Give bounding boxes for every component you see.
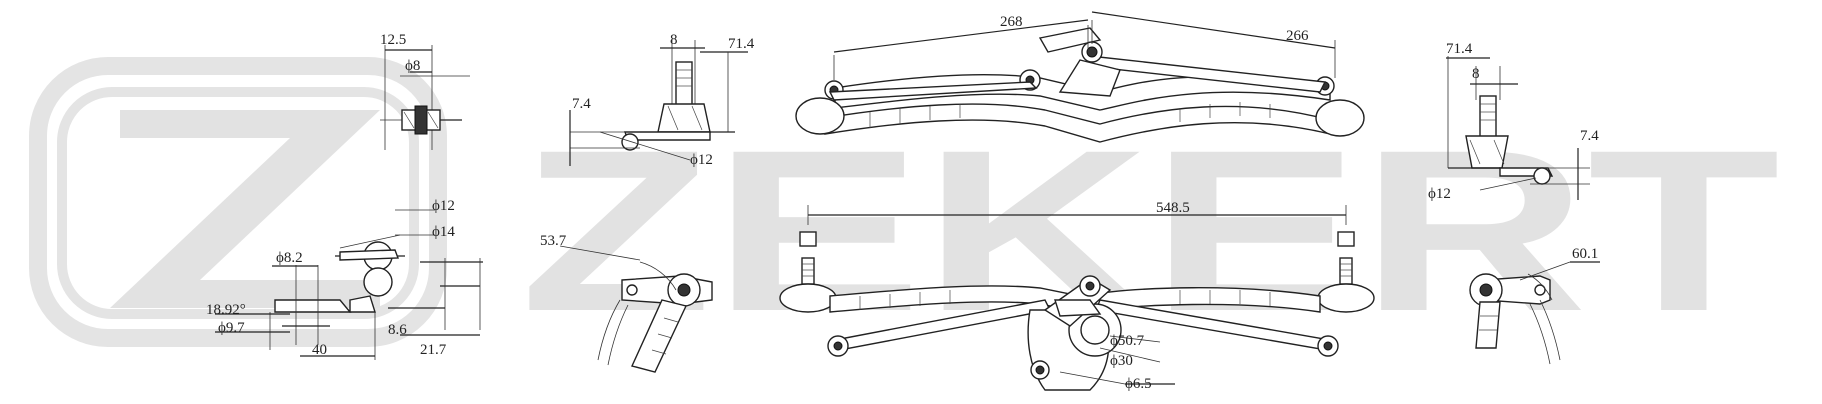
linkage-front-view bbox=[779, 205, 1375, 391]
dim-phi30: ϕ30 bbox=[1110, 353, 1133, 369]
detail-crank-angle-left bbox=[559, 245, 713, 373]
dim-60-1: 60.1 bbox=[1572, 246, 1598, 262]
detail-bushing bbox=[380, 45, 470, 150]
detail-ball-joint-lever bbox=[215, 209, 483, 360]
dim-18-92-deg: 18.92° bbox=[206, 302, 246, 318]
dim-phi12-c: ϕ12 bbox=[1428, 186, 1451, 202]
dim-phi9-7: ϕ9.7 bbox=[218, 320, 245, 336]
dim-phi8: ϕ8 bbox=[405, 58, 420, 74]
brand-logo-mark bbox=[29, 57, 447, 347]
dim-53-7: 53.7 bbox=[540, 233, 567, 249]
dim-8-a: 8 bbox=[670, 32, 678, 48]
detail-pivot-shaft bbox=[569, 40, 748, 166]
dim-phi14: ϕ14 bbox=[432, 224, 455, 240]
dim-71-4-b: 71.4 bbox=[1446, 41, 1473, 57]
dim-8-6: 8.6 bbox=[388, 322, 407, 338]
dim-phi6-5: ϕ6.5 bbox=[1125, 376, 1152, 392]
dim-21-7: 21.7 bbox=[420, 342, 447, 358]
dim-phi50-7: ϕ50.7 bbox=[1110, 333, 1145, 349]
dim-phi12-a: ϕ12 bbox=[432, 198, 455, 214]
dim-phi8-2: ϕ8.2 bbox=[276, 250, 303, 266]
detail-pivot-shaft-right bbox=[1446, 56, 1590, 200]
detail-crank-angle-right bbox=[1469, 261, 1600, 365]
dim-40: 40 bbox=[312, 342, 327, 358]
linkage-top-view bbox=[795, 11, 1365, 143]
dim-266: 266 bbox=[1286, 28, 1309, 44]
dim-7-4-b: 7.4 bbox=[1580, 128, 1599, 144]
dim-71-4-a: 71.4 bbox=[728, 36, 755, 52]
dim-8-b: 8 bbox=[1472, 66, 1480, 82]
dim-phi12-b: ϕ12 bbox=[690, 152, 713, 168]
dim-7-4-a: 7.4 bbox=[572, 96, 591, 112]
dim-268: 268 bbox=[1000, 14, 1023, 30]
dim-548-5: 548.5 bbox=[1156, 200, 1190, 216]
dim-12-5: 12.5 bbox=[380, 32, 406, 48]
